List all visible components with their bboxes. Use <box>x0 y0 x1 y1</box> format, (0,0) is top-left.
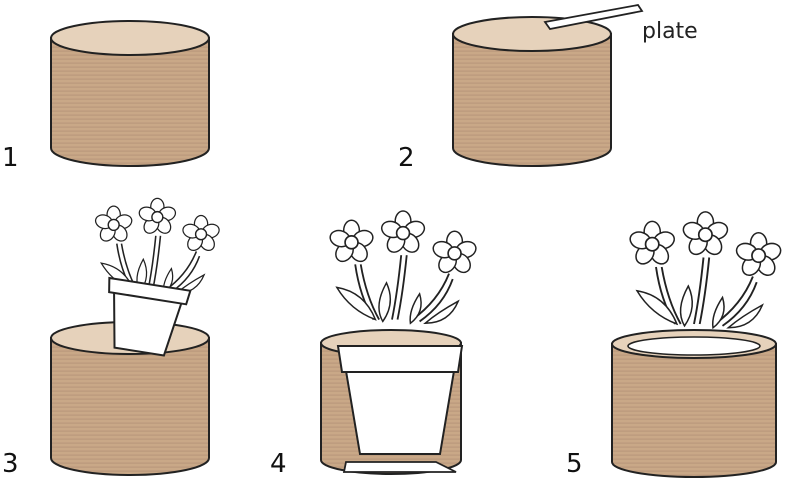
daisy-flower-icon <box>628 212 783 328</box>
step-1-number: 1 <box>2 143 19 173</box>
cardboard-tube-icon <box>452 16 612 167</box>
plate-label: plate <box>642 19 698 44</box>
step-4-illustration <box>320 211 478 475</box>
cardboard-tube-icon <box>50 20 210 167</box>
step-2-illustration <box>452 4 644 167</box>
daisy-flower-icon <box>328 211 478 323</box>
cardboard-tube-icon <box>611 329 777 478</box>
flower-pot-icon <box>336 345 464 455</box>
step-5-illustration <box>611 212 783 478</box>
step-2-number: 2 <box>398 143 415 173</box>
step-4-number: 4 <box>270 449 287 479</box>
flower-pot-icon <box>108 276 192 357</box>
plate-icon <box>342 461 457 473</box>
step-3-number: 3 <box>2 449 19 479</box>
step-3-illustration <box>50 198 221 476</box>
step-1-illustration <box>50 20 210 167</box>
step-5-number: 5 <box>566 449 583 479</box>
plate-icon <box>543 4 644 30</box>
